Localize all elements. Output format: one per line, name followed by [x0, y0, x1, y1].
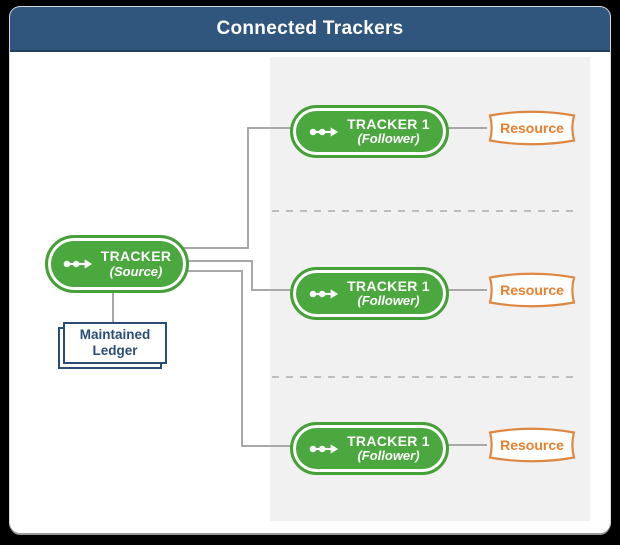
node-subtitle: (Follower) — [357, 448, 420, 464]
node-tracker-follower-2: TRACKER 1 (Follower) — [290, 267, 449, 320]
connector-source-follower1 — [247, 127, 249, 249]
connector-source-follower1 — [247, 127, 292, 129]
node-subtitle: (Follower) — [357, 293, 420, 309]
connector-source-ledger — [112, 287, 114, 323]
tracker-icon — [63, 259, 92, 269]
section-divider — [272, 210, 578, 212]
connector-source-follower1 — [183, 247, 249, 249]
section-divider — [272, 376, 578, 378]
node-resource-3: Resource — [487, 426, 577, 464]
resource-shape — [488, 427, 576, 463]
node-tracker-source: TRACKER (Source) — [45, 235, 189, 293]
tracker-icon — [309, 126, 339, 137]
connector-source-follower3 — [241, 270, 243, 447]
node-subtitle: (Follower) — [357, 131, 420, 147]
connector-follower1-resource — [444, 127, 487, 129]
diagram-title-bar: Connected Trackers — [10, 7, 610, 52]
node-maintained-ledger: Maintained Ledger — [63, 322, 167, 364]
node-title: TRACKER 1 — [347, 115, 430, 132]
resource-shape — [488, 110, 576, 146]
node-title: TRACKER 1 — [347, 277, 430, 294]
node-resource-2: Resource — [487, 271, 577, 309]
connector-follower3-resource — [444, 444, 487, 446]
tracker-icon — [309, 288, 339, 299]
connector-source-follower2 — [251, 260, 253, 291]
node-subtitle: (Source) — [109, 263, 163, 279]
node-resource-1: Resource — [487, 109, 577, 147]
diagram-title: Connected Trackers — [216, 17, 404, 39]
node-title: TRACKER 1 — [347, 432, 430, 449]
node-tracker-follower-1: TRACKER 1 (Follower) — [290, 105, 449, 158]
connector-source-follower2 — [183, 260, 253, 262]
resource-shape — [488, 272, 576, 308]
connector-follower2-resource — [444, 289, 487, 291]
resource-label: Resource — [500, 282, 564, 298]
tracker-icon — [309, 443, 339, 454]
node-tracker-follower-3: TRACKER 1 (Follower) — [290, 422, 449, 475]
ledger-label-line1: Maintained — [79, 327, 151, 343]
resource-label: Resource — [500, 120, 564, 136]
node-title: TRACKER — [100, 248, 172, 265]
resource-label: Resource — [500, 437, 564, 453]
connector-source-follower2 — [251, 289, 290, 291]
ledger-label-line2: Ledger — [92, 343, 138, 358]
connector-source-follower3 — [241, 445, 291, 447]
connector-source-follower3 — [183, 270, 243, 272]
